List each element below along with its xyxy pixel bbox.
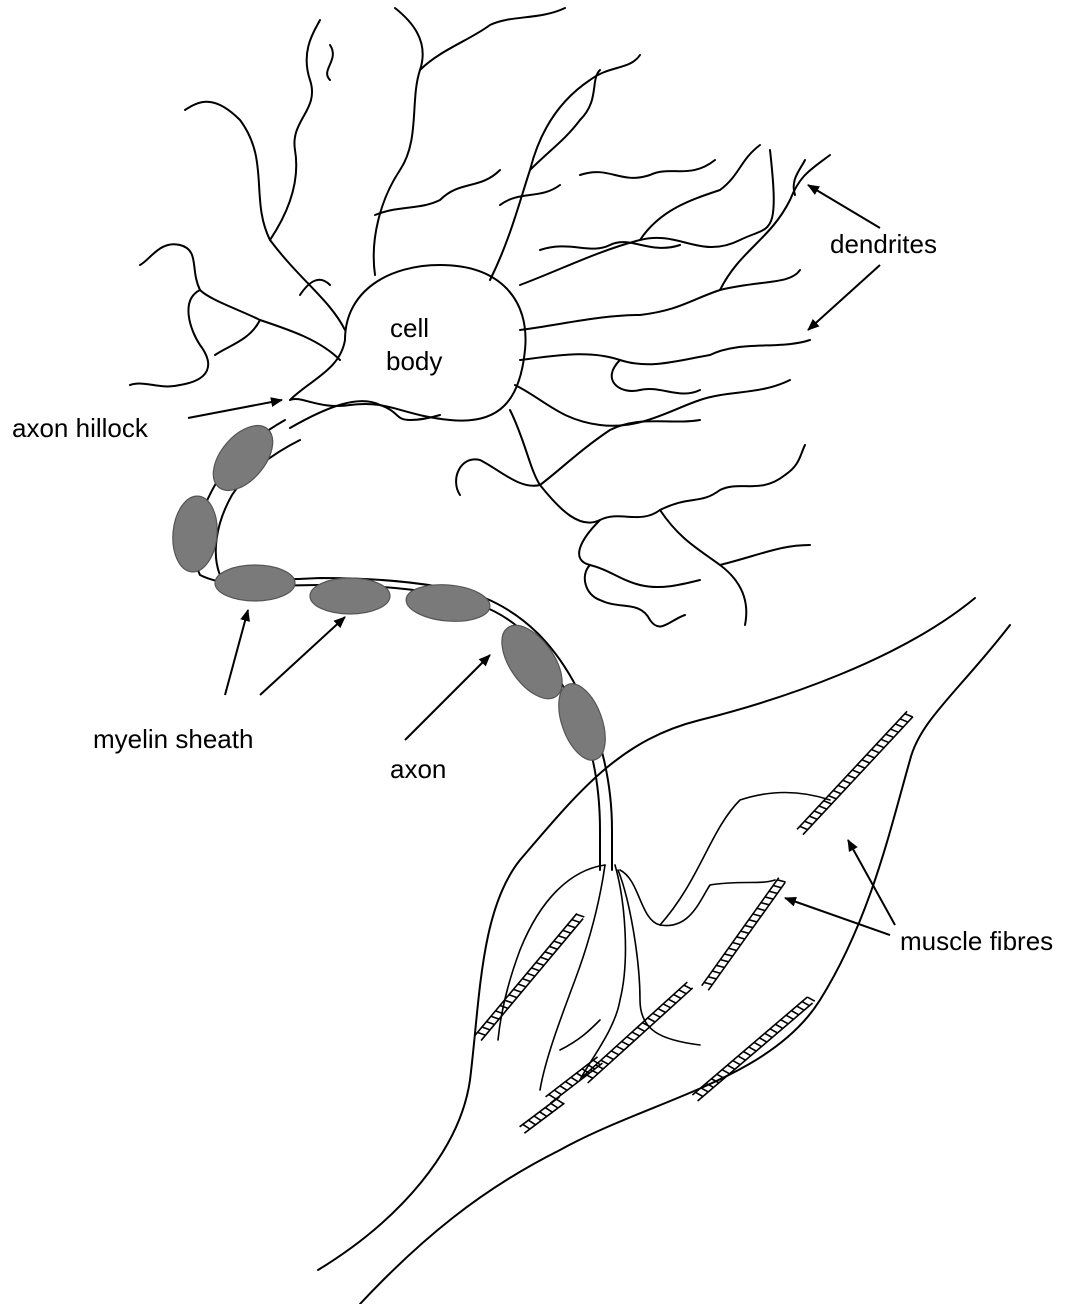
axon-hillock-arrow — [188, 400, 282, 418]
myelin-sheath-arrow-left — [225, 610, 248, 695]
muscle-fibre — [582, 982, 692, 1083]
dendrites — [130, 8, 830, 626]
muscle-fibre — [546, 1057, 603, 1103]
arrows — [188, 185, 895, 935]
label-muscle-fibres: muscle fibres — [900, 926, 1053, 956]
myelin-segment — [310, 578, 390, 614]
dendrites-arrow-lower — [808, 265, 880, 330]
myelin-sheath-arrow-right — [260, 617, 345, 695]
nerve-terminals — [498, 793, 830, 1091]
myelin-segment — [170, 494, 220, 574]
muscle-fibre — [692, 997, 814, 1101]
muscle-fibre — [475, 913, 584, 1040]
axon-arrow — [405, 655, 490, 740]
label-axon-hillock: axon hillock — [12, 413, 149, 443]
dendrites-arrow-upper — [808, 185, 880, 228]
muscle-fibre — [702, 878, 786, 991]
label-dendrites: dendrites — [830, 229, 937, 259]
label-axon: axon — [390, 754, 446, 784]
muscle-fibres — [475, 711, 913, 1133]
label-cell-body-line1: cell — [390, 313, 429, 343]
label-myelin-sheath: myelin sheath — [93, 724, 253, 754]
label-cell-body-line2: body — [386, 346, 442, 376]
muscle-fibres-arrow-left — [785, 898, 890, 935]
myelin-segment — [215, 565, 295, 601]
muscle-fibres-arrow-right — [848, 840, 895, 925]
muscle-fibre — [520, 1097, 565, 1133]
myelin-segment — [405, 581, 492, 624]
muscle-fibre — [797, 711, 913, 834]
labels: dendrites cell body axon hillock myelin … — [12, 229, 1053, 956]
myelin-sheath-segments — [170, 415, 615, 767]
